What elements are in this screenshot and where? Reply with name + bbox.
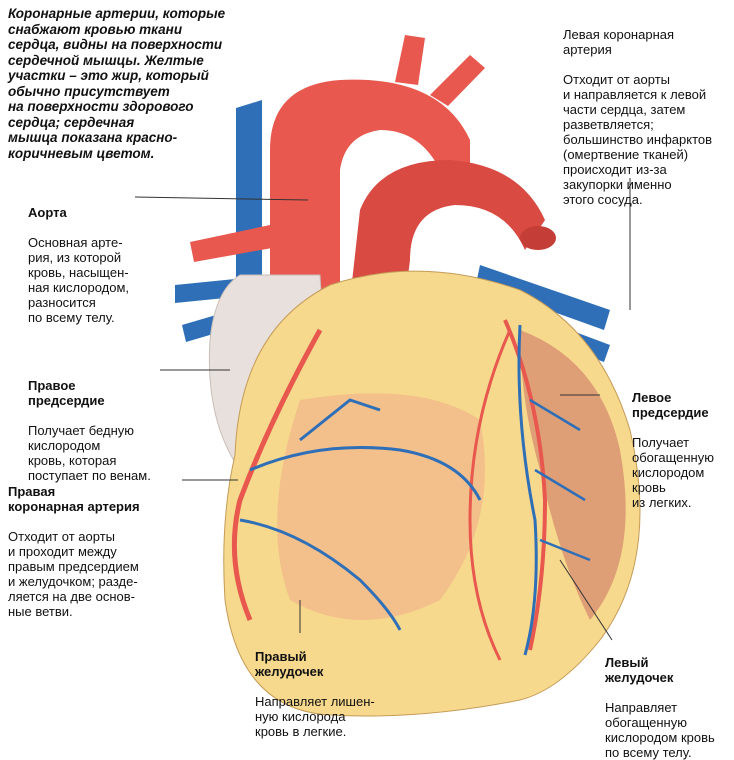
aortic-branches (395, 35, 485, 106)
heart-illustration (134, 35, 641, 717)
left-ventricle-muscle (520, 330, 626, 620)
pulmonary-opening (520, 226, 556, 250)
label-left-ventricle: Левый желудочек Направляет обогащенную к… (605, 640, 715, 760)
coronary-branch (468, 329, 512, 661)
leader-lines (134, 178, 631, 641)
label-right-atrium: Правое предсердие Получает бедную кислор… (28, 363, 151, 483)
label-left-atrium-text: Получает обогащенную кислородом кровь из… (632, 435, 714, 510)
label-left-coronary-text: Отходит от аорты и направляется к левой … (563, 72, 713, 207)
label-left-ventricle-text: Направляет обогащенную кислородом кровь … (605, 700, 715, 760)
label-right-ventricle-text: Направляет лишен- ную кислорода кровь в … (255, 694, 375, 739)
label-aorta-text: Основная арте- рия, из которой кровь, на… (28, 235, 130, 325)
label-right-coronary-text: Отходит от аорты и проходит между правым… (8, 529, 139, 619)
label-right-coronary: Правая коронарная артерия Отходит от аор… (8, 469, 140, 619)
label-left-atrium-title: Левое предсердие (632, 390, 709, 420)
label-aorta: Аорта Основная арте- рия, из которой кро… (28, 190, 129, 325)
pulmonary-artery-left (190, 225, 272, 262)
label-right-ventricle-title: Правый желудочек (255, 649, 324, 679)
label-right-coronary-title: Правая коронарная артерия (8, 484, 140, 514)
label-right-atrium-text: Получает бедную кислородом кровь, котора… (28, 423, 151, 483)
cardiac-vein-anterior (239, 398, 482, 631)
cardiac-vein-branches (529, 398, 591, 562)
label-left-ventricle-title: Левый желудочек (605, 655, 674, 685)
cardiac-vein-left (517, 324, 538, 656)
label-left-coronary-title: Левая коронарная артерия (563, 27, 675, 57)
label-right-atrium-title: Правое предсердие (28, 378, 105, 408)
label-left-coronary: Левая коронарная артерия Отходит от аорт… (563, 12, 712, 207)
pulmonary-trunk (350, 160, 545, 300)
label-left-atrium: Левое предсердие Получает обогащенную ки… (632, 375, 714, 510)
label-right-ventricle: Правый желудочек Направляет лишен- ную к… (255, 634, 375, 739)
aorta-vessel (270, 79, 470, 301)
label-aorta-title: Аорта (28, 205, 67, 220)
left-coronary-artery (503, 319, 548, 651)
intro-text: Коронарные артерии, которые снабжают кро… (8, 6, 226, 161)
right-coronary-artery (231, 328, 323, 621)
